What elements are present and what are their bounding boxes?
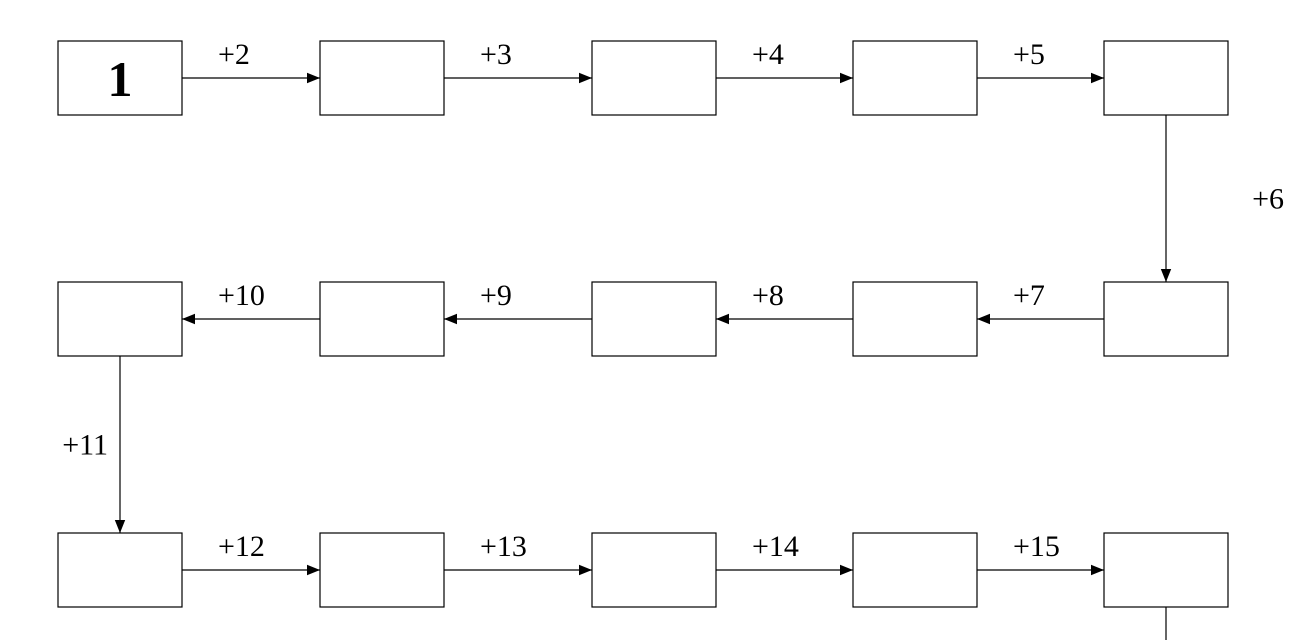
boxes-layer <box>57 40 1229 608</box>
edge-label-11-to-12: +12 <box>218 530 265 563</box>
edge-label-13-to-14: +14 <box>752 530 799 563</box>
node-box-3 <box>591 40 717 116</box>
node-box-9 <box>319 281 445 357</box>
node-box-15 <box>1103 532 1229 608</box>
node-box-5 <box>1103 40 1229 116</box>
edge-label-4-to-5: +5 <box>1013 38 1045 71</box>
node-box-11 <box>57 532 183 608</box>
node-box-1 <box>57 40 183 116</box>
labels-layer: 1 +2 +3 +4 +5 +6 +7 +8 +9 +10 +11 +12 +13 +14 +15 <box>62 38 1284 563</box>
edge-label-9-to-10: +10 <box>218 279 265 312</box>
node-box-14 <box>852 532 978 608</box>
edge-label-6-to-7: +7 <box>1013 279 1045 312</box>
node-box-8 <box>591 281 717 357</box>
node-box-4 <box>852 40 978 116</box>
node-box-2 <box>319 40 445 116</box>
node-box-7 <box>852 281 978 357</box>
edge-label-1-to-2: +2 <box>218 38 250 71</box>
node-box-13 <box>591 532 717 608</box>
edge-label-5-to-6: +6 <box>1252 183 1284 216</box>
edge-label-14-to-15: +15 <box>1013 530 1060 563</box>
edges-layer <box>114 72 1172 640</box>
edge-label-10-to-11: +11 <box>62 429 108 462</box>
edge-label-7-to-8: +8 <box>752 279 784 312</box>
edge-label-8-to-9: +9 <box>480 279 512 312</box>
start-value: 1 <box>108 51 133 107</box>
node-box-12 <box>319 532 445 608</box>
edge-label-2-to-3: +3 <box>480 38 512 71</box>
edge-label-3-to-4: +4 <box>752 38 784 71</box>
edge-label-12-to-13: +13 <box>480 530 527 563</box>
node-box-6 <box>1103 281 1229 357</box>
node-box-10 <box>57 281 183 357</box>
